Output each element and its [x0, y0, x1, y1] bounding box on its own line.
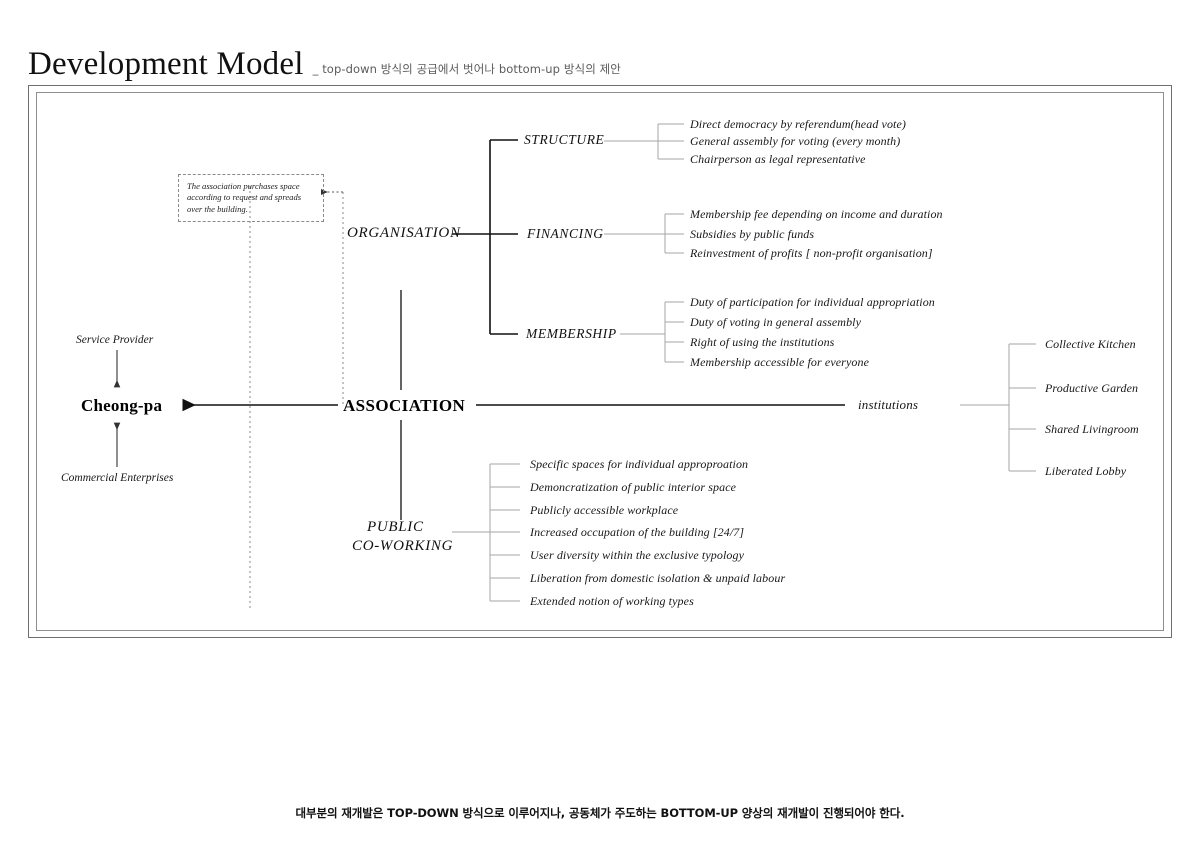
node-commercial-enterprises: Commercial Enterprises — [61, 472, 174, 484]
leaf-membership-2: Duty of voting in general assembly — [690, 315, 862, 329]
leaf-membership-3: Right of using the institutions — [690, 335, 835, 349]
node-public-coworking-line1[interactable]: PUBLIC — [367, 519, 424, 535]
leaf-membership-4: Membership accessible for everyone — [690, 355, 870, 369]
leaf-structure-3: Chairperson as legal representative — [690, 152, 866, 166]
leaf-coworking-5: User diversity within the exclusive typo… — [530, 548, 745, 562]
page-title: Development Model — [28, 46, 304, 82]
node-structure[interactable]: STRUCTURE — [524, 132, 605, 147]
leaf-coworking-4: Increased occupation of the building [24… — [530, 525, 745, 539]
leaf-institution-3: Shared Livingroom — [1045, 422, 1139, 436]
outer-frame-border — [28, 85, 1172, 638]
leaf-institution-4: Liberated Lobby — [1045, 464, 1127, 478]
leaf-coworking-7: Extended notion of working types — [530, 594, 694, 608]
node-financing[interactable]: FINANCING — [527, 226, 604, 241]
note-callout-box: The association purchases space accordin… — [178, 174, 324, 222]
leaf-coworking-1: Specific spaces for individual approproa… — [530, 457, 749, 471]
leaf-financing-1: Membership fee depending on income and d… — [690, 207, 943, 221]
leaf-financing-2: Subsidies by public funds — [690, 227, 815, 241]
page-subtitle: _ top-down 방식의 공급에서 벗어나 bottom-up 방식의 제안 — [312, 62, 621, 76]
inner-frame-border — [36, 92, 1164, 631]
leaf-institution-1: Collective Kitchen — [1045, 337, 1136, 351]
node-association[interactable]: ASSOCIATION — [343, 396, 466, 415]
leaf-coworking-3: Publicly accessible workplace — [530, 503, 679, 517]
leaf-coworking-6: Liberation from domestic isolation & unp… — [530, 571, 786, 585]
node-service-provider: Service Provider — [76, 334, 154, 346]
leaf-coworking-2: Demoncratization of public interior spac… — [530, 480, 737, 494]
title-block: Development Model _ top-down 방식의 공급에서 벗어… — [28, 48, 621, 81]
bottom-caption: 대부분의 재개발은 TOP-DOWN 방식으로 이루어지나, 공동체가 주도하는… — [295, 806, 905, 820]
leaf-membership-1: Duty of participation for individual app… — [690, 295, 935, 309]
leaf-structure-1: Direct democracy by referendum(head vote… — [690, 117, 907, 131]
node-public-coworking-line2[interactable]: CO-WORKING — [352, 538, 454, 554]
node-membership[interactable]: MEMBERSHIP — [526, 326, 617, 341]
leaf-institution-2: Productive Garden — [1045, 381, 1139, 395]
node-organisation[interactable]: ORGANISATION — [347, 225, 461, 241]
leaf-financing-3: Reinvestment of profits [ non-profit org… — [690, 246, 933, 260]
node-cheongpa[interactable]: Cheong-pa — [81, 396, 163, 415]
node-institutions[interactable]: institutions — [858, 397, 919, 412]
leaf-structure-2: General assembly for voting (every month… — [690, 134, 901, 148]
note-callout-text: The association purchases space accordin… — [187, 181, 302, 214]
